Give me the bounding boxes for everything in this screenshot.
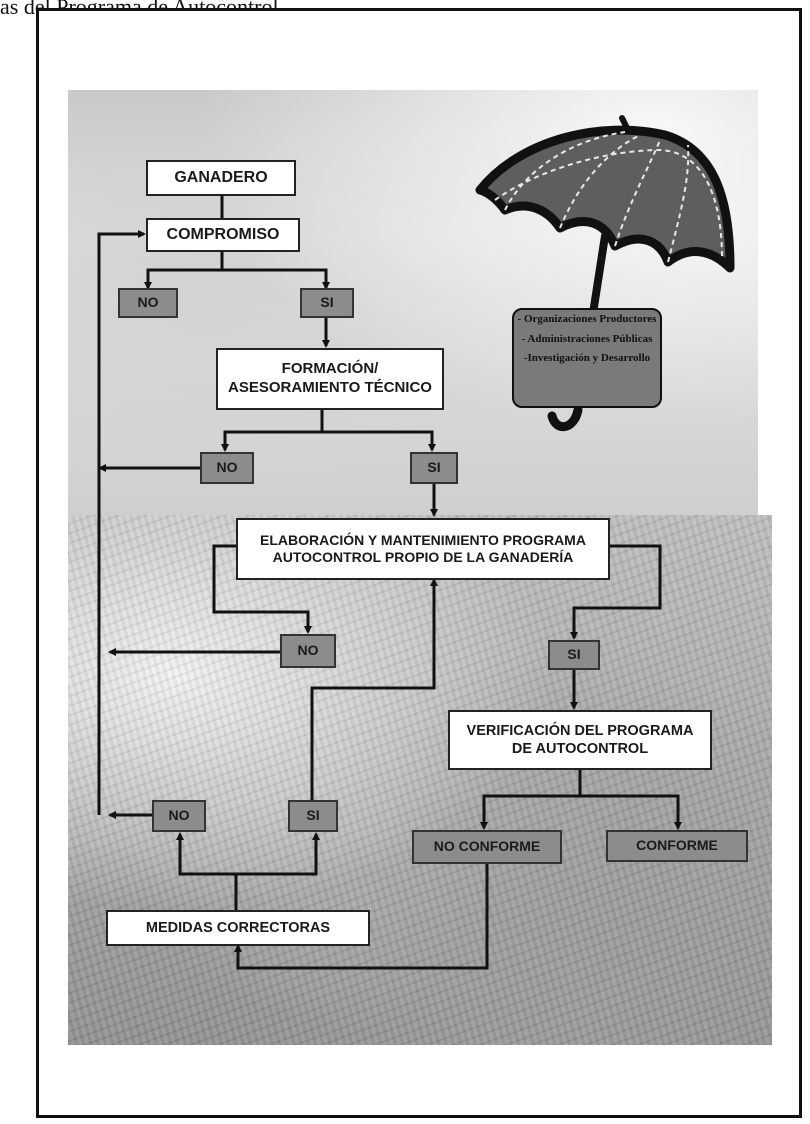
formacion-box: FORMACIÓN/ ASESORAMIENTO TÉCNICO (216, 348, 444, 410)
verificacion-box: VERIFICACIÓN DEL PROGRAMA DE AUTOCONTROL (448, 710, 712, 770)
connector-to-si2 (322, 430, 436, 452)
elaboracion-box: ELABORACIÓN Y MANTENIMIENTO PROGRAMA AUT… (236, 518, 610, 580)
si-label: SI (567, 646, 581, 663)
connector-to-no4 (176, 832, 236, 876)
no-box-4: NO (152, 800, 206, 832)
connector-to-no2 (221, 430, 322, 452)
no-label: NO (297, 642, 319, 659)
connector-si4-elaboracion (310, 578, 438, 800)
no-conforme-label: NO CONFORME (433, 838, 541, 855)
verificacion-label-line2: DE AUTOCONTROL (511, 741, 649, 757)
elaboracion-label-line2: AUTOCONTROL PROPIO DE LA GANADERÍA (272, 549, 574, 565)
medidas-correctoras-box: MEDIDAS CORRECTORAS (106, 910, 370, 946)
connector-to-si1 (222, 268, 330, 290)
no-label: NO (137, 294, 159, 311)
no-box-2: NO (200, 452, 254, 484)
stakeholder-item: - Organizaciones Productores (517, 313, 657, 325)
connector-noconforme-medidas (234, 864, 489, 970)
connector-elaboracion-si3 (570, 544, 662, 640)
connector-to-no1 (144, 268, 222, 290)
compromiso-label: COMPROMISO (166, 226, 280, 243)
connector-elaboracion-no3 (212, 544, 312, 634)
no-label: NO (168, 807, 190, 824)
si-label: SI (320, 294, 334, 311)
si-box-3: SI (548, 640, 600, 670)
formacion-label-line2: ASESORAMIENTO TÉCNICO (228, 379, 432, 396)
no-box-1: NO (118, 288, 178, 318)
connector-to-si4 (236, 832, 320, 876)
formacion-label-line1: FORMACIÓN/ (281, 360, 379, 378)
connector-loop-compromiso (97, 230, 146, 815)
si-box-2: SI (410, 452, 458, 484)
elaboracion-label-line1: ELABORACIÓN Y MANTENIMIENTO PROGRAMA (260, 531, 586, 548)
si-label: SI (306, 807, 320, 824)
no-box-3: NO (280, 634, 336, 668)
no-conforme-box: NO CONFORME (412, 830, 562, 864)
ganadero-label: GANADERO (174, 169, 268, 186)
si-box-4: SI (288, 800, 338, 832)
compromiso-box: COMPROMISO (146, 218, 300, 252)
connector-to-conforme (580, 794, 682, 830)
medidas-correctoras-label: MEDIDAS CORRECTORAS (145, 919, 331, 936)
connector-to-no-conforme (480, 794, 580, 830)
stakeholder-item: -Investigación y Desarrollo (523, 352, 651, 365)
no-label: NO (216, 459, 238, 476)
background-photo-bottom (68, 515, 772, 1045)
stakeholder-item: - Administraciones Públicas (521, 332, 653, 345)
si-label: SI (427, 459, 441, 476)
si-box-1: SI (300, 288, 354, 318)
conforme-box: CONFORME (606, 830, 748, 862)
umbrella-stakeholders-box: - Organizaciones Productores - Administr… (512, 308, 662, 408)
conforme-label: CONFORME (636, 837, 718, 854)
ganadero-box: GANADERO (146, 160, 296, 196)
verificacion-label-line1: VERIFICACIÓN DEL PROGRAMA (466, 722, 694, 739)
